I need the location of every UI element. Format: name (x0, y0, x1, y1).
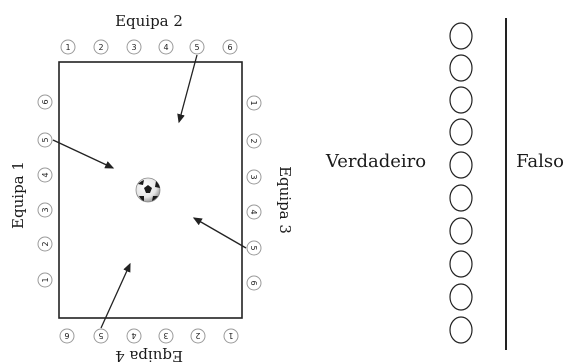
team-1-number: 1 (41, 277, 50, 282)
answer-oval[interactable] (449, 283, 473, 311)
team-2-label: Equipa 2 (115, 12, 183, 30)
team-2-numbers: 1 2 3 4 5 6 (60, 39, 238, 55)
team-2-number: 5 (194, 43, 199, 52)
team-3-numbers: 1 2 3 4 5 6 (246, 95, 262, 291)
team-3-label: Equipa 3 (276, 166, 294, 234)
team-3-number: 1 (249, 100, 258, 105)
team-4-number: 6 (64, 331, 69, 340)
answer-oval[interactable] (449, 86, 473, 114)
team-4-label: Equipa 4 (115, 347, 183, 364)
team-1-number: 3 (41, 207, 50, 212)
team-1-number: 2 (41, 241, 50, 246)
answer-oval[interactable] (449, 22, 473, 50)
answer-oval[interactable] (449, 316, 473, 344)
team-4-numbers: 6 5 4 3 2 1 (59, 328, 239, 344)
team-4-number: 4 (131, 331, 136, 340)
answer-oval[interactable] (449, 118, 473, 146)
team-3-number: 2 (249, 138, 258, 143)
soccer-ball-icon (135, 177, 161, 203)
arrow-from-team-2 (177, 54, 198, 124)
false-label: Falso (516, 151, 564, 172)
team-1-number: 5 (41, 137, 50, 142)
answer-oval[interactable] (449, 54, 473, 82)
answer-oval[interactable] (449, 217, 473, 245)
team-2-number: 4 (163, 43, 168, 52)
team-4-number: 2 (195, 331, 200, 340)
team-4-number: 1 (228, 331, 233, 340)
arrow-from-team-1 (52, 139, 115, 169)
answer-oval[interactable] (449, 151, 473, 179)
team-3-number: 5 (249, 245, 258, 250)
team-2-number: 6 (227, 43, 232, 52)
team-2-number: 3 (131, 43, 136, 52)
team-3-number: 6 (249, 280, 258, 285)
arrow-from-team-4 (100, 262, 131, 329)
answer-ovals (449, 22, 473, 344)
answer-oval[interactable] (449, 250, 473, 278)
team-1-label: Equipa 1 (9, 161, 27, 229)
team-1-number: 4 (41, 172, 50, 177)
team-4-number: 3 (163, 331, 168, 340)
team-2-number: 1 (65, 43, 70, 52)
team-2-number: 2 (98, 43, 103, 52)
true-label: Verdadeiro (325, 151, 426, 172)
arrow-from-team-3 (192, 217, 247, 249)
team-3-number: 3 (249, 174, 258, 179)
team-3-number: 4 (249, 209, 258, 214)
team-1-numbers: 6 5 4 3 2 1 (37, 94, 53, 288)
team-1-number: 6 (41, 99, 50, 104)
team-4-number: 5 (98, 331, 103, 340)
answer-oval[interactable] (449, 184, 473, 212)
